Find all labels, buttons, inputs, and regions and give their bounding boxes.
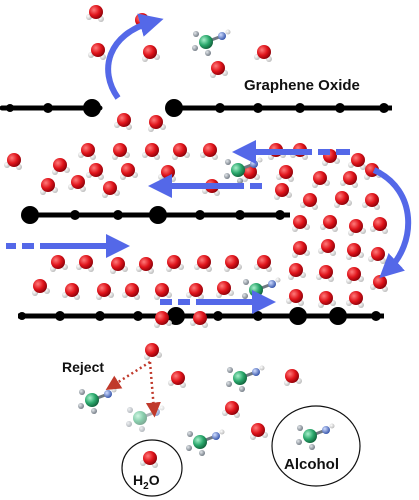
water-molecule [4, 153, 22, 170]
water-molecule [122, 283, 140, 300]
alcohol-molecule [296, 423, 335, 450]
curved-arrow-top [105, 13, 164, 100]
water-molecule [292, 241, 310, 258]
graphene-oxide-label: Graphene Oxide [244, 77, 360, 94]
water-molecule [86, 163, 104, 180]
water-molecule [112, 143, 130, 160]
reject-arrow-down [145, 361, 161, 418]
water-molecule [40, 178, 58, 195]
water-molecule [32, 279, 50, 296]
water-molecule [168, 371, 186, 388]
water-molecule [224, 255, 242, 272]
water-molecule [194, 255, 212, 272]
water-molecule [254, 255, 272, 272]
water-molecule [88, 43, 106, 60]
water-molecule [50, 255, 68, 272]
water-molecule [292, 215, 310, 232]
water-molecule [102, 181, 120, 198]
alcohol-molecule [224, 157, 263, 184]
water-molecule [140, 451, 158, 468]
alcohol-circle [271, 405, 361, 487]
water-molecule [120, 163, 138, 180]
water-molecule [348, 153, 366, 170]
water-molecule [78, 143, 96, 160]
water-molecule [158, 165, 176, 182]
water-molecule [148, 115, 166, 132]
water-molecule [172, 143, 190, 160]
water-molecules [4, 5, 388, 468]
water-molecule [316, 265, 334, 282]
water-molecule [200, 143, 218, 160]
flow-arrows [6, 13, 412, 314]
water-molecule [346, 243, 364, 260]
water-molecule [318, 239, 336, 256]
h2o-label: H2O [133, 472, 160, 492]
water-molecule [348, 219, 366, 236]
water-molecule [114, 113, 132, 130]
water-molecule [318, 291, 336, 308]
water-molecule [254, 45, 272, 62]
water-molecule [340, 171, 358, 188]
water-molecule [186, 283, 204, 300]
water-molecule [276, 165, 294, 182]
water-molecule [142, 45, 160, 62]
reject-label: Reject [62, 359, 105, 375]
water-molecule [300, 193, 318, 210]
water-molecule [144, 343, 162, 360]
curved-arrow-right [372, 167, 412, 279]
graphene-sheet-top [0, 99, 392, 117]
alcohol-molecule [126, 405, 165, 432]
water-molecule [222, 401, 240, 418]
water-molecule [62, 283, 80, 300]
water-molecule [362, 193, 380, 210]
water-molecule [320, 215, 338, 232]
water-molecule [288, 263, 306, 280]
water-molecule [274, 183, 292, 200]
water-molecule [166, 255, 184, 272]
water-molecule [142, 143, 160, 160]
water-molecule [52, 158, 70, 175]
water-molecule [312, 171, 330, 188]
water-molecule [334, 191, 352, 208]
water-molecule [96, 283, 114, 300]
water-molecule [216, 281, 234, 298]
alcohol-label: Alcohol [284, 456, 339, 473]
h2o-circle [121, 439, 183, 497]
water-molecule [346, 291, 364, 308]
water-molecule [370, 275, 388, 292]
water-molecule [86, 5, 104, 22]
water-molecule [346, 267, 364, 284]
water-molecule [154, 283, 172, 300]
water-molecule [154, 311, 172, 328]
water-molecule [368, 247, 386, 264]
water-molecule [242, 165, 260, 182]
alcohol-molecules [78, 29, 335, 456]
reject-arrows [105, 360, 161, 418]
water-molecule [370, 217, 388, 234]
water-molecule [190, 311, 208, 328]
water-molecule [250, 423, 268, 440]
graphene-sheet-middle [21, 206, 290, 224]
alcohol-molecule [186, 429, 225, 456]
water-molecule [210, 61, 228, 78]
water-molecule [136, 257, 154, 274]
alcohol-molecule [192, 29, 231, 56]
alcohol-molecule [78, 387, 117, 414]
water-molecule [68, 175, 86, 192]
water-molecule [110, 257, 128, 274]
water-molecule [76, 255, 94, 272]
water-molecule [284, 369, 302, 386]
alcohol-molecule [226, 365, 265, 392]
water-molecule [286, 289, 304, 306]
reject-arrow-left [105, 360, 151, 391]
